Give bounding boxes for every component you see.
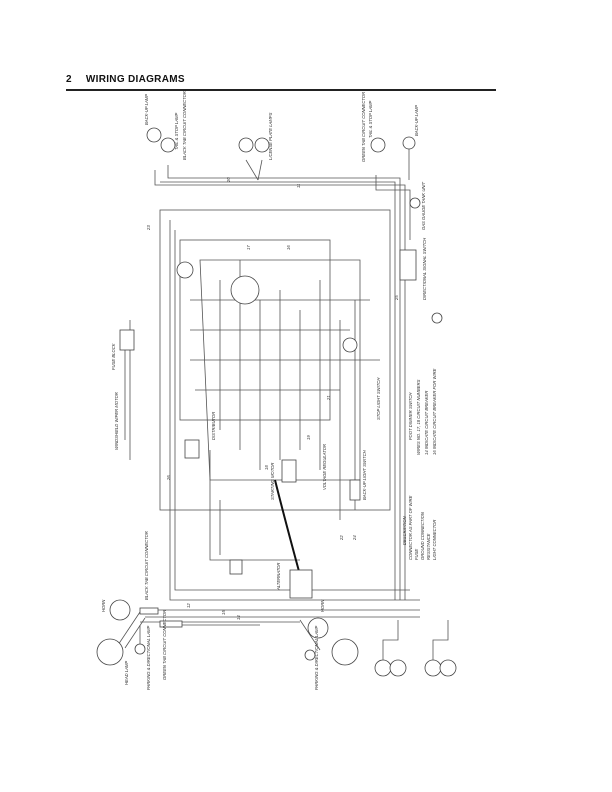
page-title: WIRING DIAGRAMS (85, 74, 185, 85)
rear-lamps (146, 127, 416, 153)
wire-number: 11 (296, 184, 301, 188)
label-tail-stop-lamp-left: TAIL & STOP LAMP (174, 112, 179, 150)
head-lamp-left (96, 638, 124, 666)
label-tail-stop-lamp-right: TAIL & STOP LAMP (368, 100, 373, 138)
tail-stop-lamp-right (370, 137, 386, 153)
label-back-up-lamp-left: BACK-UP LAMP (144, 94, 149, 125)
label-back-up-lamp-right: BACK-UP LAMP (414, 105, 419, 136)
wire-number: 21 (326, 395, 331, 401)
speedometer (230, 275, 260, 305)
wire-number: 16 (286, 245, 291, 250)
sealed-beam-4 (439, 659, 457, 677)
black-tab-connector-front (139, 607, 159, 615)
gauge (176, 261, 194, 279)
label-notes-2: 14 INDICATE CIRCUIT BREAKER (424, 391, 429, 455)
label-distributor: DISTRIBUTOR (211, 412, 216, 440)
indicator-lamp (342, 337, 358, 353)
back-up-light-switch (349, 479, 361, 501)
horn-right (307, 617, 329, 639)
directional-switch (399, 249, 417, 281)
wire-number: 25 (394, 295, 399, 301)
legend-item: RESISTANCE (426, 533, 431, 560)
starting-motor (281, 459, 297, 483)
label-gas-gauge: GAS GAUGE TANK UNIT (421, 181, 426, 230)
wire-number: 14 (236, 615, 241, 620)
label-parking-lamp-right: PARKING & DIRECTIONAL LAMP (314, 625, 319, 690)
wire-numbers: 20 11 12 15 14 18 19 21 22 24 25 26 23 1… (146, 177, 399, 620)
rear-harness (154, 140, 411, 600)
diagram-labels: BACK-UP LAMP TAIL & STOP LAMP BLACK TAB … (101, 91, 437, 690)
label-horn-right: HORN (320, 599, 325, 612)
sealed-beam-2 (389, 659, 407, 677)
label-green-tab-front: GREEN TAB CIRCUIT CONNECTOR (162, 610, 167, 680)
label-turn-signal: DIRECTIONAL SIGNAL SWITCH (422, 237, 427, 300)
green-tab-connector-front (159, 620, 183, 628)
battery (289, 569, 313, 599)
legend-item: FUSE (414, 549, 419, 560)
header-rule (66, 89, 496, 91)
label-black-tab-rear: BLACK TAB CIRCUIT CONNECTOR (182, 91, 187, 160)
label-fuse-block: FUSE BLOCK (111, 343, 116, 370)
wire-number: 20 (226, 177, 231, 183)
legend: DESCRIPTION CONNECTOR AS PART OF WIRE FU… (402, 495, 437, 560)
wire-number: 23 (146, 225, 151, 231)
label-license-plate-lamps: LICENSE PLATE LAMPS (268, 112, 273, 160)
page-header: 2 WIRING DIAGRAMS (66, 74, 185, 85)
back-up-lamp-left (146, 127, 162, 143)
wire-number: 24 (352, 535, 357, 541)
horn-left (109, 599, 131, 621)
label-wiper-motor: WINDSHIELD WIPER MOTOR (114, 392, 119, 450)
wire-number: 18 (264, 465, 269, 470)
label-starting-motor: STARTING MOTOR (270, 463, 275, 500)
label-black-tab-front: BLACK TAB CIRCUIT CONNECTOR (144, 531, 149, 600)
label-foot-dimmer: FOOT DIMMER SWITCH (408, 392, 413, 440)
head-lamp-right (331, 638, 359, 666)
label-green-tab-rear: GREEN TAB CIRCUIT CONNECTOR (361, 92, 366, 162)
dash-wiring (119, 197, 443, 601)
label-back-up-switch: BACK-UP LIGHT SWITCH (362, 449, 367, 500)
label-horn: HORN (101, 599, 106, 612)
sealed-beam-3 (424, 659, 442, 677)
sealed-beam-1 (374, 659, 392, 677)
legend-item: GROUND CONNECTION (420, 511, 425, 560)
distributor (184, 439, 200, 459)
alternator (229, 559, 243, 575)
wire-number: 19 (306, 435, 311, 440)
wire-number: 26 (166, 475, 171, 481)
label-voltage-regulator: VOLTAGE REGULATOR (322, 444, 327, 490)
label-parking-lamp-left: PARKING & DIRECTIONAL LAMP (146, 625, 151, 690)
legend-item: LIGHT CONNECTOR (432, 520, 437, 560)
label-alternator: ALTERNATOR (276, 563, 281, 591)
license-lamp-2 (254, 137, 270, 153)
fuse-block (119, 329, 135, 351)
wire-number: 17 (246, 245, 251, 250)
label-notes-3: 16 INDICATE CIRCUIT BREAKER FOR WIRE (432, 368, 437, 455)
label-notes-1: WIRES NO. 17, 18 CIRCUIT NUMBERS (416, 379, 421, 455)
wire-number: 12 (186, 603, 191, 608)
license-lamp-1 (238, 137, 254, 153)
gas-gauge-unit (409, 197, 421, 209)
tail-stop-lamp-left (160, 137, 176, 153)
front-harness (96, 599, 457, 677)
ignition-switch (431, 312, 443, 324)
legend-title: DESCRIPTION (402, 515, 407, 545)
back-up-lamp-right (402, 136, 416, 150)
legend-item: CONNECTOR AS PART OF WIRE (408, 495, 413, 560)
parking-lamp-right (304, 649, 316, 661)
wire-number: 22 (339, 535, 344, 541)
label-stop-light-switch: STOP LIGHT SWITCH (376, 377, 381, 420)
page-number: 2 (66, 74, 72, 85)
wire-number: 15 (221, 610, 226, 615)
parking-lamp-left (134, 643, 146, 655)
label-head-lamp: HEAD LAMP (124, 661, 129, 685)
